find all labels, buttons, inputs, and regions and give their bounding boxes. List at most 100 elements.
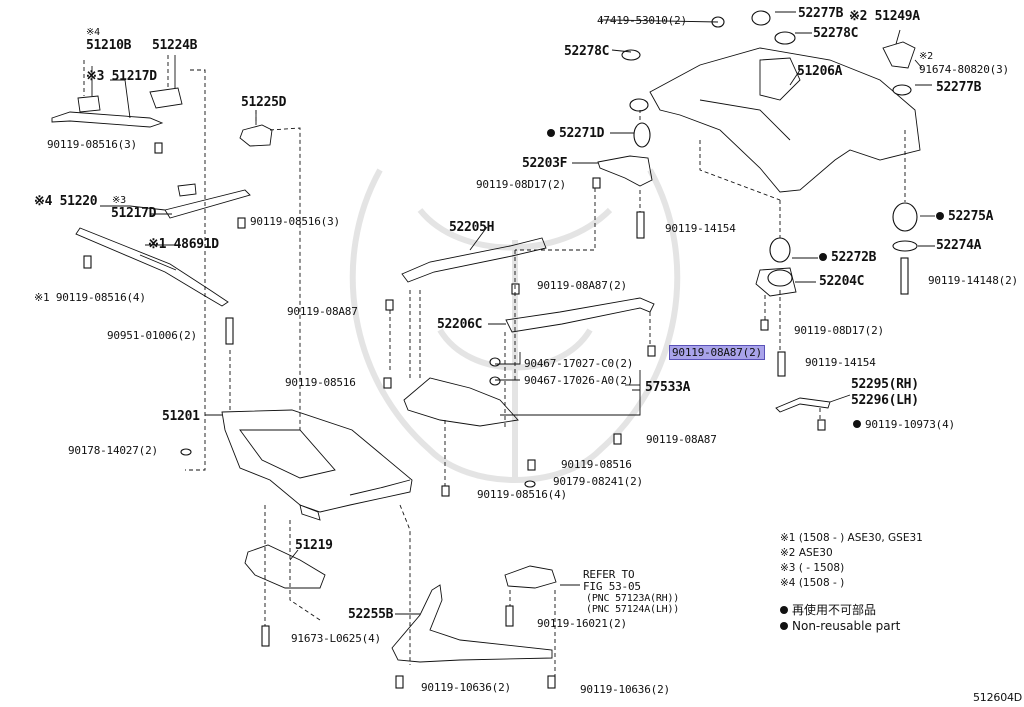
label-51217D-b[interactable]: 51217D	[111, 206, 157, 221]
non-reusable-dot	[547, 129, 555, 137]
label-90119-10636-b[interactable]: 90119-10636(2)	[580, 683, 670, 696]
label-90178-14027[interactable]: 90178-14027(2)	[68, 444, 158, 457]
label-90119-08516-a[interactable]: 90119-08516	[285, 376, 356, 389]
diagram-id: 512604D	[973, 691, 1023, 704]
non-reusable-dot	[819, 253, 827, 261]
watermark-emblem	[349, 168, 681, 483]
label-90119-14154-b[interactable]: 90119-14154	[805, 356, 876, 369]
stabilizer-rod-48691D	[75, 227, 229, 307]
label-51201[interactable]: 51201	[162, 409, 200, 424]
label-52272B-text: 52272B	[831, 250, 877, 265]
label-90467-17027[interactable]: 90467-17027-C0(2)	[524, 357, 634, 370]
label-52278C-b[interactable]: 52278C	[813, 26, 859, 41]
label-51220[interactable]: ※4 51220	[34, 194, 98, 209]
brace-52206C	[505, 297, 655, 333]
bolts	[83, 142, 909, 689]
rear-bracket-52204C	[755, 267, 797, 297]
label-51219[interactable]: 51219	[295, 538, 333, 553]
label-52255B[interactable]: 52255B	[348, 607, 394, 622]
bracket-refer	[504, 565, 557, 589]
label-52271D[interactable]: 52271D	[547, 126, 604, 141]
label-51225D[interactable]: 51225D	[241, 95, 287, 110]
bracket-57533A	[403, 377, 519, 427]
label-90119-08516-4-b[interactable]: 90119-08516(4)	[477, 488, 567, 501]
label-90119-08A87-2-highlighted[interactable]: 90119-08A87(2)	[669, 345, 765, 360]
label-91673-L0625[interactable]: 91673-L0625(4)	[291, 632, 381, 645]
label-90119-16021[interactable]: 90119-16021(2)	[537, 617, 627, 630]
stabilizer-bar-upper	[51, 87, 183, 128]
label-refer-fig[interactable]: REFER TO FIG 53-05	[583, 568, 641, 593]
label-52272B[interactable]: 52272B	[819, 250, 876, 265]
label-52204C[interactable]: 52204C	[819, 274, 865, 289]
label-47419-53010[interactable]: 47419-53010(2)	[597, 14, 687, 27]
note-1: ※1 (1508 - ) ASE30, GSE31	[780, 532, 923, 544]
legend-jp: 再使用不可部品	[780, 603, 876, 618]
label-pnc-rh: (PNC 57123A(RH))	[586, 593, 680, 604]
rear-bracket-52203F	[597, 155, 653, 187]
label-90119-14154-a[interactable]: 90119-14154	[665, 222, 736, 235]
note-3: ※3 ( - 1508)	[780, 562, 845, 574]
label-90119-10973[interactable]: 90119-10973(4)	[853, 418, 955, 431]
legend-dot-icon	[780, 622, 788, 630]
non-reusable-dot	[936, 212, 944, 220]
label-51210B-num[interactable]: 51210B	[86, 38, 132, 53]
brace-52205H	[401, 237, 547, 283]
label-57533A[interactable]: 57533A	[645, 380, 691, 395]
label-pnc-lh: (PNC 57124A(LH))	[586, 604, 680, 615]
label-52296[interactable]: 52296(LH)	[851, 393, 919, 408]
label-52277B-b[interactable]: 52277B	[936, 80, 982, 95]
bracket-51225D	[239, 124, 273, 147]
label-52271D-text: 52271D	[559, 126, 605, 141]
label-51217D-a[interactable]: ※3 51217D	[86, 69, 157, 84]
label-90119-08516-3-a[interactable]: 90119-08516(3)	[47, 138, 137, 151]
label-90951-01006[interactable]: 90951-01006(2)	[107, 329, 197, 342]
non-reusable-dot	[853, 420, 861, 428]
label-90119-10973-text: 90119-10973(4)	[865, 418, 955, 431]
label-52275A[interactable]: 52275A	[936, 209, 993, 224]
label-90119-10636-a[interactable]: 90119-10636(2)	[421, 681, 511, 694]
label-52295[interactable]: 52295(RH)	[851, 377, 919, 392]
label-52278C-a[interactable]: 52278C	[564, 44, 610, 59]
label-90119-14148[interactable]: 90119-14148(2)	[928, 274, 1018, 287]
label-48691D[interactable]: ※1 48691D	[148, 237, 219, 252]
legend-en-text: Non-reusable part	[792, 619, 901, 633]
label-51249A[interactable]: ※2 51249A	[849, 9, 920, 24]
guard-51219	[244, 544, 326, 589]
legend-dot-icon	[780, 606, 788, 614]
label-52275A-text: 52275A	[948, 209, 994, 224]
label-52205H[interactable]: 52205H	[449, 220, 495, 235]
rear-subframe-51206A	[649, 47, 921, 193]
label-90119-08D17-a[interactable]: 90119-08D17(2)	[476, 178, 566, 191]
label-51224B[interactable]: 51224B	[152, 38, 198, 53]
label-51217D-b-note: ※3	[112, 195, 126, 206]
label-51206A[interactable]: 51206A	[797, 64, 843, 79]
label-91674-80820[interactable]: 91674-80820(3)	[919, 63, 1009, 76]
stabilizer-link-51220	[164, 183, 251, 219]
legend-jp-text: 再使用不可部品	[792, 603, 877, 617]
label-52206C[interactable]: 52206C	[437, 317, 483, 332]
label-90119-08516-b[interactable]: 90119-08516	[561, 458, 632, 471]
legend-en: Non-reusable part	[780, 619, 900, 634]
label-90119-08516-4-a[interactable]: ※1 90119-08516(4)	[34, 291, 146, 304]
label-52274A[interactable]: 52274A	[936, 238, 982, 253]
label-91674-note: ※2	[919, 51, 933, 62]
plate-52295	[775, 397, 831, 413]
label-90119-08516-3-b[interactable]: 90119-08516(3)	[250, 215, 340, 228]
label-90179-08241[interactable]: 90179-08241(2)	[553, 475, 643, 488]
brace-52255B	[391, 584, 553, 663]
label-51210B[interactable]: ※4	[86, 27, 100, 38]
note-2: ※2 ASE30	[780, 547, 833, 559]
label-90119-08A87-2-a[interactable]: 90119-08A87(2)	[537, 279, 627, 292]
label-52203F[interactable]: 52203F	[522, 156, 568, 171]
label-90467-17026[interactable]: 90467-17026-A0(2)	[524, 374, 634, 387]
crossmember-51201	[221, 409, 413, 521]
label-90119-08D17-b[interactable]: 90119-08D17(2)	[794, 324, 884, 337]
label-90119-08A87-b[interactable]: 90119-08A87	[646, 433, 717, 446]
label-52277B-a[interactable]: 52277B	[798, 6, 844, 21]
label-90119-08A87-a[interactable]: 90119-08A87	[287, 305, 358, 318]
dashed-leaders	[83, 55, 906, 676]
note-4: ※4 (1508 - )	[780, 577, 845, 589]
bushings	[180, 10, 918, 488]
